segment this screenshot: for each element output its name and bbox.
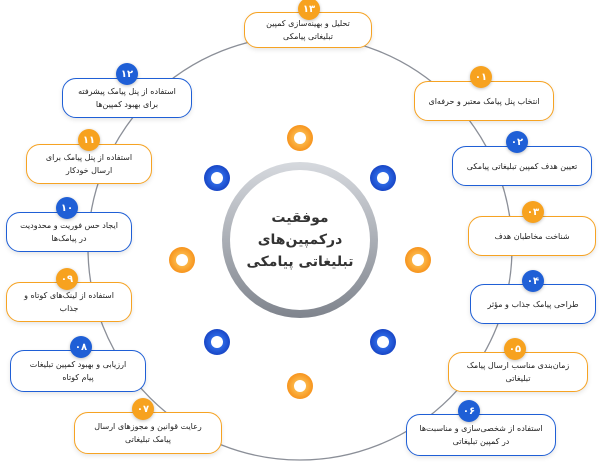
step-card-03: شناخت مخاطبان هدف	[468, 216, 596, 256]
step-text-04: طراحی پیامک جذاب و مؤثر	[487, 299, 579, 309]
step-card-10: ایجاد حس فوریت و محدودیت در پیامک‌ها	[6, 212, 132, 252]
step-card-01: انتخاب پنل پیامک معتبر و حرفه‌ای	[414, 81, 554, 121]
step-text-02: تعیین هدف کمپین تبلیغاتی پیامکی	[466, 161, 578, 171]
step-badge-04: ۰۴	[522, 270, 544, 292]
dot-hole	[211, 336, 223, 348]
step-text-03: شناخت مخاطبان هدف	[494, 231, 570, 241]
step-text-13: تحلیل و بهینه‌سازی کمپین تبلیغاتی پیامکی	[266, 19, 350, 41]
step-badge-12: ۱۲	[116, 63, 138, 85]
step-text-09: استفاده از لینک‌های کوتاه و جذاب	[24, 291, 114, 313]
dot-hole	[412, 254, 424, 266]
step-text-12: استفاده از پنل پیامک پیشرفته برای بهبود …	[78, 87, 176, 109]
step-text-07: رعایت قوانین و مجوزهای ارسال پیامک تبلیغ…	[94, 422, 202, 444]
center-disc	[230, 170, 370, 310]
step-badge-07: ۰۷	[132, 398, 154, 420]
step-text-10: ایجاد حس فوریت و محدودیت در پیامک‌ها	[20, 221, 118, 243]
step-card-04: طراحی پیامک جذاب و مؤثر	[470, 284, 596, 324]
step-card-07: رعایت قوانین و مجوزهای ارسال پیامک تبلیغ…	[74, 412, 222, 454]
step-badge-03: ۰۳	[522, 201, 544, 223]
dot-hole	[377, 172, 389, 184]
step-card-06: استفاده از شخصی‌سازی و مناسبت‌ها در کمپی…	[406, 414, 556, 456]
center-title: موفقیت درکمپین‌های تبلیغاتی پیامکی	[246, 210, 354, 270]
dot-hole	[294, 380, 306, 392]
dot-hole	[294, 132, 306, 144]
step-text-01: انتخاب پنل پیامک معتبر و حرفه‌ای	[428, 96, 540, 106]
step-badge-13: ۱۳	[298, 0, 320, 20]
dot-hole	[211, 172, 223, 184]
dot-hole	[176, 254, 188, 266]
step-badge-02: ۰۲	[506, 131, 528, 153]
step-badge-06: ۰۶	[458, 400, 480, 422]
step-badge-10: ۱۰	[56, 197, 78, 219]
step-badge-08: ۰۸	[70, 336, 92, 358]
dot-hole	[377, 336, 389, 348]
step-badge-05: ۰۵	[504, 338, 526, 360]
step-badge-11: ۱۱	[78, 129, 100, 151]
step-text-05: زمان‌بندی مناسب ارسال پیامک تبلیغاتی	[466, 361, 570, 383]
step-badge-01: ۰۱	[470, 66, 492, 88]
decorative-dots	[169, 125, 431, 399]
step-text-06: استفاده از شخصی‌سازی و مناسبت‌ها در کمپی…	[419, 424, 543, 446]
step-card-02: تعیین هدف کمپین تبلیغاتی پیامکی	[452, 146, 592, 186]
step-badge-09: ۰۹	[56, 268, 78, 290]
step-text-11: استفاده از پنل پیامک برای ارسال خودکار	[45, 153, 133, 175]
step-text-08: ارزیابی و بهبود کمپین تبلیغات پیام کوتاه	[29, 360, 127, 382]
